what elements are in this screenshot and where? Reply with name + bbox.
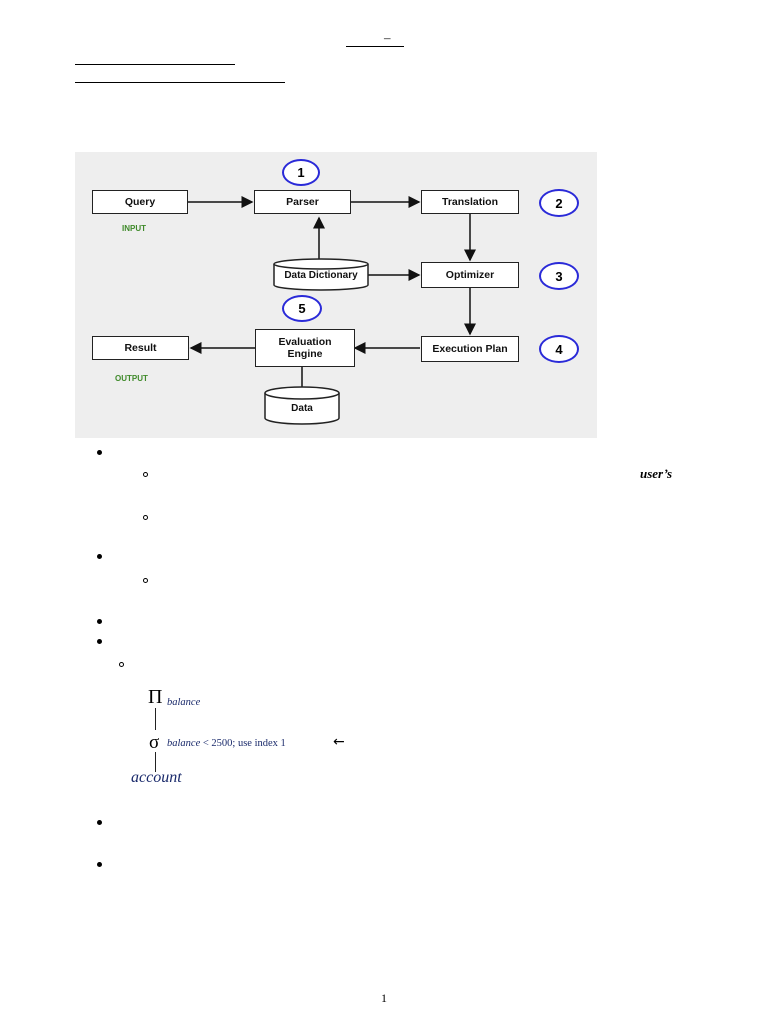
result-box: Result bbox=[92, 336, 189, 360]
tree-edge-top bbox=[155, 708, 156, 730]
selection-condition: balance < 2500; use index 1 bbox=[167, 738, 286, 749]
data-dictionary-label: Data Dictionary bbox=[284, 270, 358, 281]
arrow-left-icon: ← bbox=[333, 734, 345, 750]
header-dash: – bbox=[384, 30, 391, 45]
data-dictionary-cylinder bbox=[273, 258, 369, 291]
sub-bullet-4a bbox=[119, 662, 124, 667]
header-underline-2 bbox=[75, 82, 285, 83]
header-underline-1 bbox=[75, 64, 235, 65]
relation-name: account bbox=[131, 769, 182, 786]
bullet-6 bbox=[97, 862, 102, 867]
step-1-badge: 1 bbox=[282, 159, 320, 186]
query-processing-diagram: Query INPUT Parser Translation Data Dict… bbox=[75, 152, 597, 438]
selection-symbol: σ bbox=[149, 732, 160, 753]
query-box: Query bbox=[92, 190, 188, 214]
bullet-5 bbox=[97, 820, 102, 825]
parser-box: Parser bbox=[254, 190, 351, 214]
data-label: Data bbox=[291, 403, 313, 414]
projection-attribute: balance bbox=[167, 697, 201, 708]
evaluation-engine-box: Evaluation Engine bbox=[255, 329, 355, 367]
bullet-3 bbox=[97, 619, 102, 624]
bullet-4 bbox=[97, 639, 102, 644]
sub-bullet-1b bbox=[143, 515, 148, 520]
execution-plan-box: Execution Plan bbox=[421, 336, 519, 362]
page-number: 1 bbox=[381, 991, 387, 1005]
step-2-badge: 2 bbox=[539, 189, 579, 217]
header-underline-top bbox=[346, 46, 404, 47]
users-fragment: user’s bbox=[640, 466, 673, 481]
tree-edge-bottom bbox=[155, 752, 156, 772]
diagram-arrows bbox=[188, 196, 476, 425]
step-3-badge: 3 bbox=[539, 262, 579, 290]
selection-attribute: balance bbox=[167, 738, 201, 749]
selection-rest: < 2500; use index 1 bbox=[200, 738, 286, 749]
output-label: OUTPUT bbox=[115, 374, 148, 383]
step-4-badge: 4 bbox=[539, 335, 579, 363]
translation-box: Translation bbox=[421, 190, 519, 214]
projection-symbol: Π bbox=[148, 686, 163, 708]
optimizer-box: Optimizer bbox=[421, 262, 519, 288]
sub-bullet-2a bbox=[143, 578, 148, 583]
sub-bullet-1a bbox=[143, 472, 148, 477]
bullet-2 bbox=[97, 554, 102, 559]
input-label: INPUT bbox=[122, 224, 146, 233]
data-cylinder bbox=[264, 386, 340, 425]
step-5-badge: 5 bbox=[282, 295, 322, 322]
bullet-1 bbox=[97, 450, 102, 455]
